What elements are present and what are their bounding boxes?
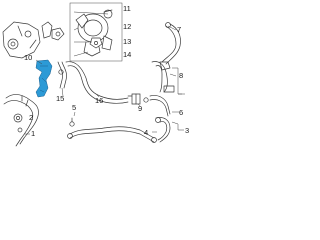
- callout-11: 11: [123, 4, 131, 13]
- small-fitting-part: [131, 93, 141, 105]
- pump-assembly-part: [75, 9, 113, 57]
- callout-10: 10: [24, 53, 32, 62]
- right-hose-3: [155, 117, 171, 143]
- callout-13: 13: [123, 37, 131, 46]
- right-hose-8: [151, 61, 171, 93]
- lower-center-hose: [67, 126, 157, 143]
- callout-8: 8: [179, 71, 183, 80]
- callout-5: 5: [72, 103, 76, 112]
- callout-7: 7: [177, 25, 181, 34]
- upper-right-hose: [161, 22, 181, 65]
- right-hose-6: [149, 85, 175, 117]
- adapter-parts: [41, 21, 65, 41]
- parts-group-box: [69, 2, 123, 62]
- callout-6: 6: [179, 108, 183, 117]
- callout-14: 14: [123, 50, 131, 59]
- callout-12: 12: [123, 22, 131, 31]
- callout-15: 15: [56, 94, 64, 103]
- callout-9: 9: [138, 104, 142, 113]
- long-curved-hose: [65, 61, 129, 104]
- lower-left-hose: [3, 94, 39, 147]
- callout-16: 16: [95, 96, 103, 105]
- highlighted-bracket-part: [35, 59, 53, 98]
- clamp-parts: [17, 95, 149, 133]
- callout-4: 4: [144, 128, 148, 137]
- engine-housing-part: [2, 21, 41, 59]
- parts-diagram: 11 12 13 14 10 7 8 15 16 9 6 5 1 2 4 3: [2, 2, 189, 147]
- callout-1: 1: [31, 129, 35, 138]
- callout-2: 2: [29, 113, 33, 122]
- center-hose: [57, 61, 67, 89]
- leader-lines: [24, 11, 185, 135]
- fitting-part: [89, 37, 103, 49]
- callout-3: 3: [185, 126, 189, 135]
